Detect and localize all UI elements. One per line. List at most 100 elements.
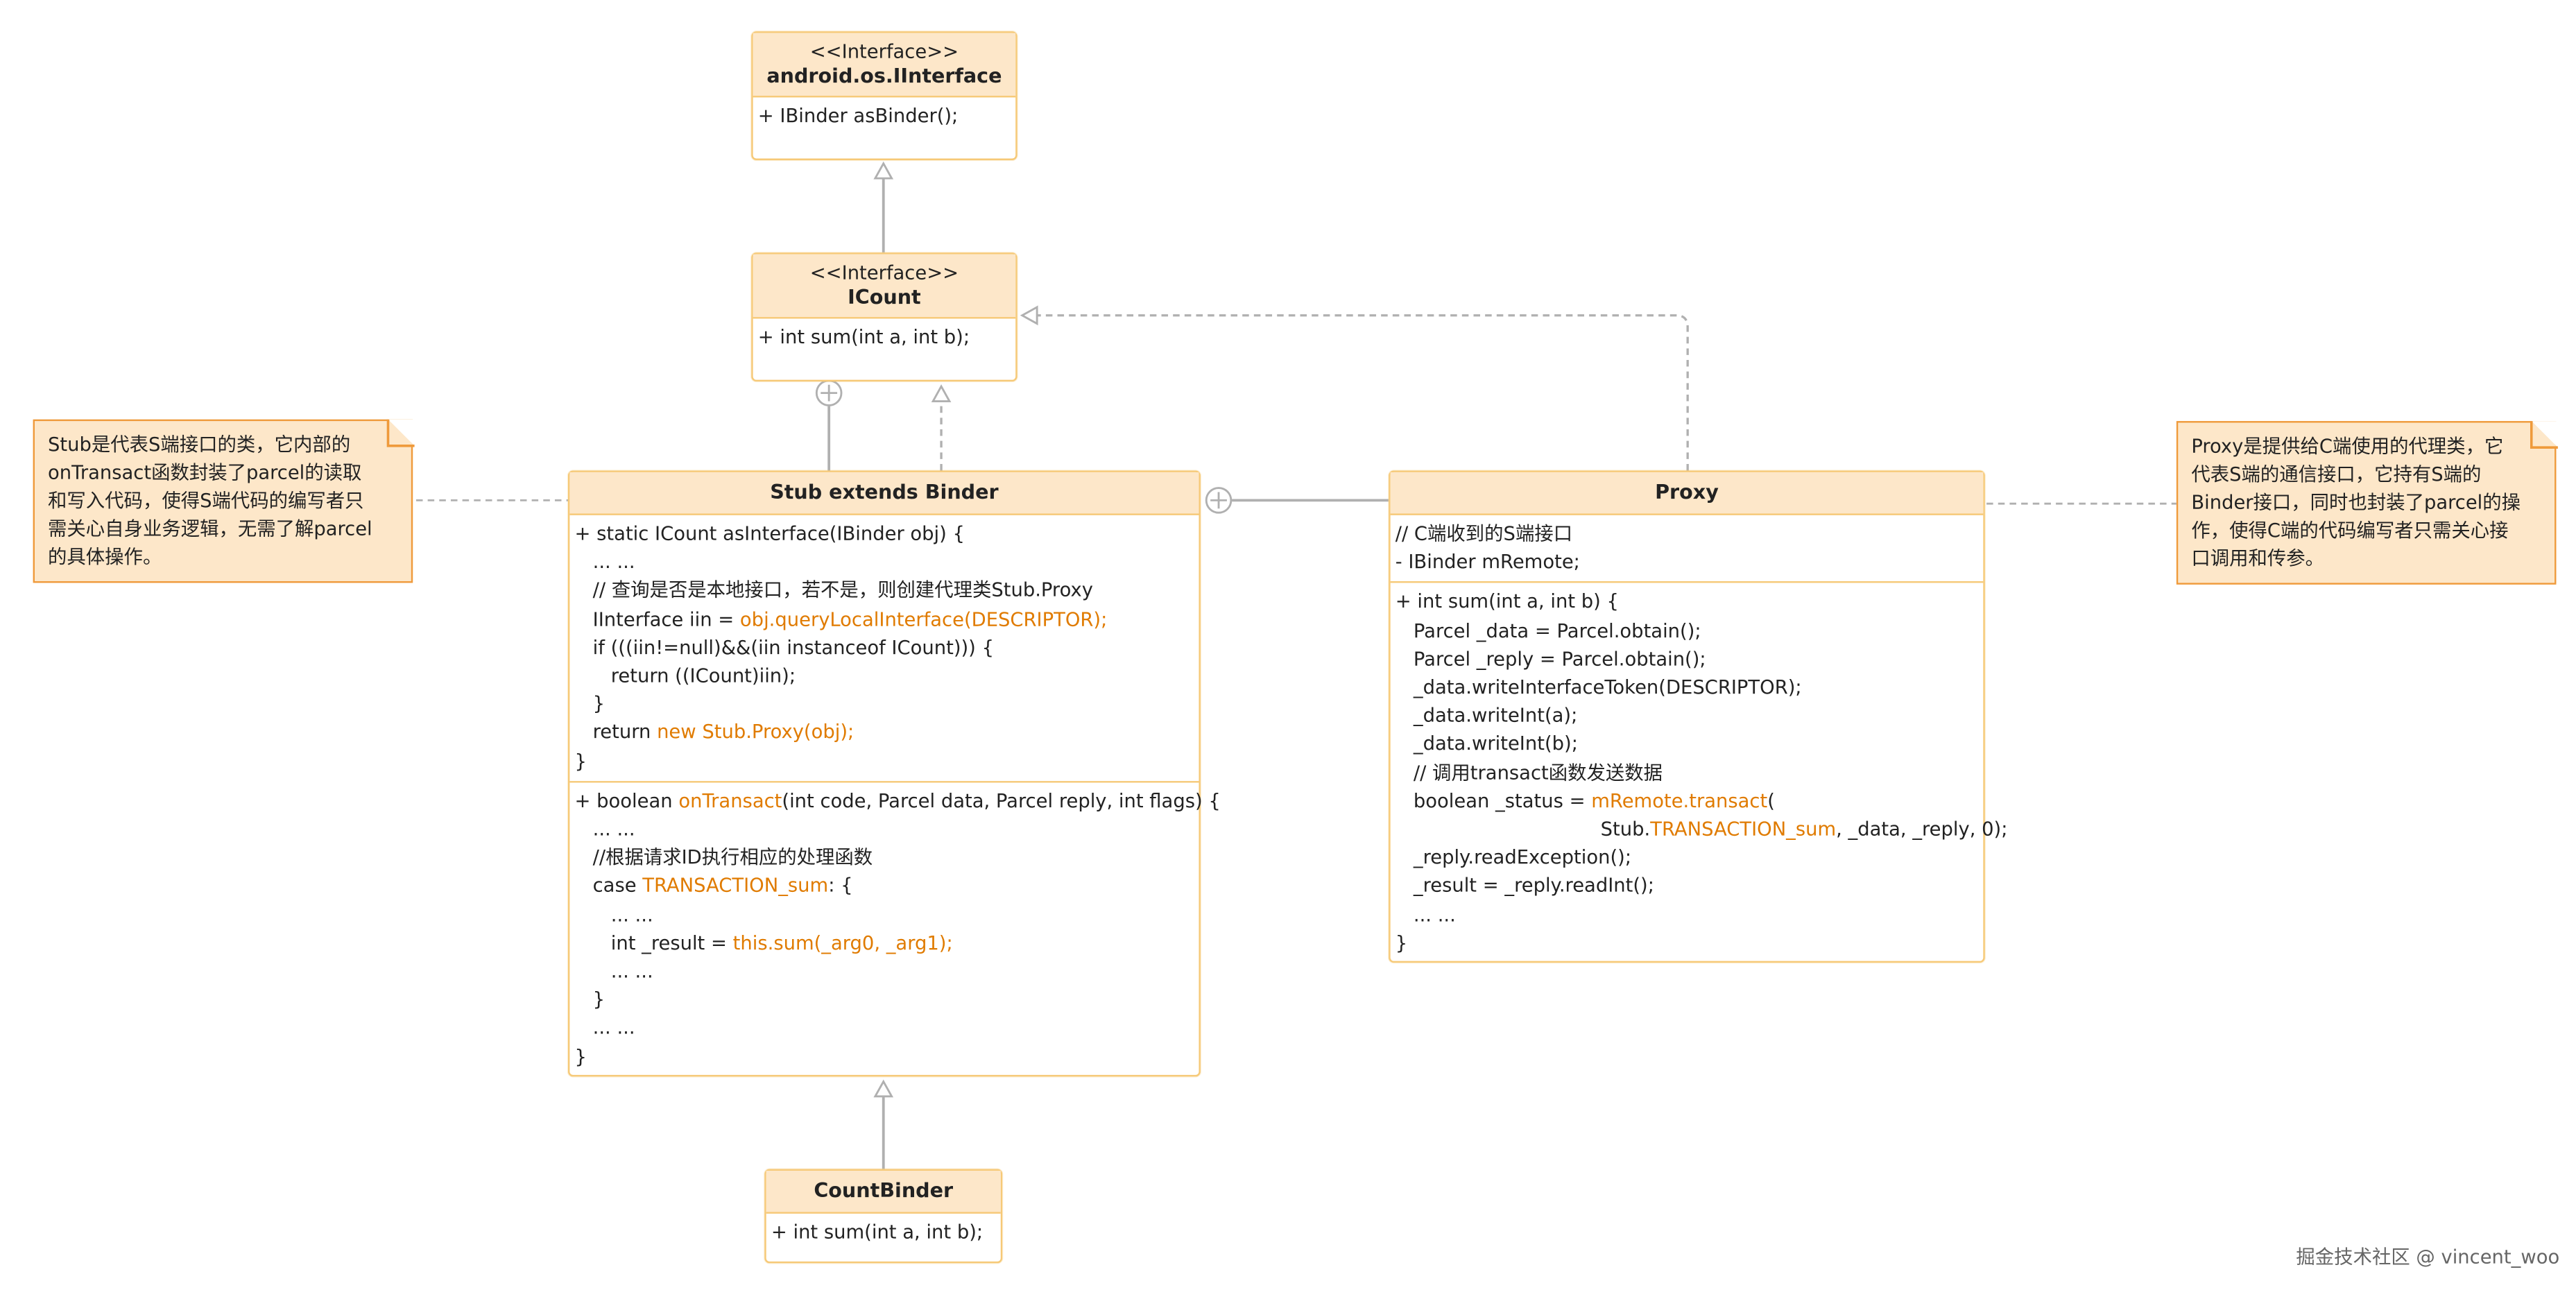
class-countbinder-header: CountBinder bbox=[766, 1170, 1001, 1214]
code-line: + static ICount asInterface(IBinder obj)… bbox=[575, 520, 1192, 549]
code-line: ... ... bbox=[575, 958, 1192, 986]
code-line: } bbox=[575, 691, 1192, 719]
nested-circle-plus-icount bbox=[815, 379, 843, 406]
note-line: 需关心自身业务逻辑，无需了解parcel bbox=[48, 517, 372, 540]
code-line: _data.writeInt(b); bbox=[1396, 730, 1977, 759]
code-line: ... ... bbox=[575, 1015, 1192, 1043]
code-line: + int sum(int a, int b) { bbox=[1396, 589, 1977, 617]
code-text: ... ... bbox=[574, 817, 635, 841]
code-line: ... ... bbox=[1396, 901, 1977, 929]
method-section: + IBinder asBinder(); bbox=[753, 97, 1016, 135]
code-text: Parcel _data = Parcel.obtain(); bbox=[1395, 618, 1701, 642]
class-name: Stub extends Binder bbox=[770, 480, 999, 504]
code-text: _result = _reply.readInt(); bbox=[1395, 874, 1654, 897]
code-line: return ((ICount)iin); bbox=[575, 662, 1192, 691]
highlighted-code: obj.queryLocalInterface(DESCRIPTOR); bbox=[739, 607, 1108, 630]
code-line: // C端收到的S端接口 bbox=[1396, 520, 1977, 549]
code-text: + boolean bbox=[574, 789, 679, 812]
code-line: ... ... bbox=[575, 816, 1192, 844]
class-proxy-header: Proxy bbox=[1390, 472, 1984, 515]
method-section: + int sum(int a, int b); bbox=[753, 318, 1016, 356]
code-text: - IBinder mRemote; bbox=[1395, 550, 1580, 574]
code-line: return new Stub.Proxy(obj); bbox=[575, 719, 1192, 748]
class-iinterface: <<Interface>> android.os.IInterface + IB… bbox=[751, 31, 1017, 160]
class-icount-header: <<Interface>> ICount bbox=[753, 254, 1016, 319]
class-proxy: Proxy // C端收到的S端接口 - IBinder mRemote; + i… bbox=[1389, 470, 2008, 963]
method-line: + int sum(int a, int b); bbox=[757, 325, 970, 349]
class-name: CountBinder bbox=[814, 1178, 954, 1203]
code-text: ... ... bbox=[1395, 902, 1456, 926]
class-name: android.os.IInterface bbox=[766, 64, 1002, 88]
code-text: } bbox=[574, 1044, 587, 1068]
note-line: 口调用和传参。 bbox=[2191, 547, 2324, 570]
class-name: Proxy bbox=[1655, 480, 1719, 504]
code-text: } bbox=[574, 692, 606, 716]
code-line: + boolean onTransact(int code, Parcel da… bbox=[574, 787, 1221, 816]
code-line: _reply.readException(); bbox=[1396, 844, 1977, 872]
code-line: ... ... bbox=[575, 901, 1192, 929]
method-section: + int sum(int a, int b); bbox=[766, 1214, 1001, 1252]
note-line: Stub是代表S端接口的类，它内部的 bbox=[48, 432, 351, 456]
code-text: // 调用transact函数发送数据 bbox=[1395, 760, 1663, 784]
code-line: Parcel _reply = Parcel.obtain(); bbox=[1396, 645, 1977, 673]
code-line: Parcel _data = Parcel.obtain(); bbox=[1396, 617, 1977, 645]
code-text: if (((iin!=null)&&(iin instanceof ICount… bbox=[574, 635, 995, 659]
code-text: ... ... bbox=[574, 1016, 635, 1040]
method-line: + int sum(int a, int b); bbox=[771, 1220, 984, 1244]
code-text: ... ... bbox=[574, 959, 653, 983]
code-text: : { bbox=[828, 874, 853, 897]
code-line: // 查询是否是本地接口，若不是，则创建代理类Stub.Proxy bbox=[575, 577, 1192, 605]
code-line: } bbox=[1396, 929, 1977, 958]
code-line: } bbox=[575, 748, 1192, 776]
code-text: } bbox=[574, 748, 587, 773]
note-fold-icon bbox=[2529, 420, 2557, 448]
code-text: _data.writeInt(b); bbox=[1395, 732, 1578, 756]
code-text: } bbox=[574, 988, 606, 1011]
code-text: _data.writeInt(a); bbox=[1395, 703, 1578, 728]
code-text: // C端收到的S端接口 bbox=[1395, 522, 1573, 545]
note-line: 的具体操作。 bbox=[48, 544, 162, 568]
code-text: _data.writeInterfaceToken(DESCRIPTOR); bbox=[1395, 675, 1802, 699]
code-line: // 调用transact函数发送数据 bbox=[1396, 759, 1977, 787]
code-text: Stub. bbox=[1395, 817, 1651, 841]
note-fold-icon bbox=[386, 418, 414, 447]
code-line: - IBinder mRemote; bbox=[1396, 549, 1977, 577]
note-text: Stub是代表S端接口的类，它内部的 onTransact函数封装了parcel的… bbox=[48, 431, 398, 571]
code-text: //根据请求ID执行相应的处理函数 bbox=[574, 845, 873, 869]
code-text: , _data, _reply, 0); bbox=[1836, 817, 2008, 841]
class-stub-header: Stub extends Binder bbox=[569, 472, 1199, 515]
code-line: ... ... bbox=[575, 549, 1192, 577]
note-line: onTransact函数封装了parcel的读取 bbox=[48, 461, 362, 484]
highlighted-code: new Stub.Proxy(obj); bbox=[657, 721, 855, 744]
highlighted-code: mRemote.transact bbox=[1591, 789, 1768, 812]
code-text: // 查询是否是本地接口，若不是，则创建代理类Stub.Proxy bbox=[574, 578, 1093, 602]
code-line: if (((iin!=null)&&(iin instanceof ICount… bbox=[575, 634, 1192, 662]
highlighted-code: onTransact bbox=[678, 789, 782, 812]
watermark: 掘金技术社区 @ vincent_woo bbox=[2296, 1245, 2560, 1268]
class-icount: <<Interface>> ICount + int sum(int a, in… bbox=[751, 252, 1017, 381]
code-text: ( bbox=[1767, 789, 1775, 812]
code-line: _result = _reply.readInt(); bbox=[1396, 872, 1977, 901]
stereotype-label: <<Interface>> bbox=[809, 40, 959, 63]
code-text: + static ICount asInterface(IBinder obj)… bbox=[574, 522, 965, 545]
code-line: } bbox=[575, 1043, 1192, 1072]
code-text: _reply.readException(); bbox=[1395, 845, 1632, 869]
method-line: + IBinder asBinder(); bbox=[757, 103, 959, 128]
inherit-arrow-stub bbox=[873, 1079, 894, 1098]
stub-asinterface-section: + static ICount asInterface(IBinder obj)… bbox=[569, 515, 1199, 781]
proxy-implements-icount-line bbox=[1035, 314, 1689, 471]
note-line: 作，使得C端的代码编写者只需关心接 bbox=[2191, 518, 2509, 542]
code-text: Parcel _reply = Parcel.obtain(); bbox=[1395, 646, 1706, 671]
code-text: case bbox=[574, 874, 643, 897]
class-stub: Stub extends Binder + static ICount asIn… bbox=[567, 470, 1221, 1077]
code-line: case TRANSACTION_sum: { bbox=[575, 872, 1192, 901]
highlighted-code: TRANSACTION_sum bbox=[1650, 817, 1837, 841]
code-line: _data.writeInt(a); bbox=[1396, 702, 1977, 730]
code-text: ... ... bbox=[574, 902, 653, 926]
class-iinterface-header: <<Interface>> android.os.IInterface bbox=[753, 33, 1016, 98]
stub-note: Stub是代表S端接口的类，它内部的 onTransact函数封装了parcel的… bbox=[33, 418, 414, 583]
note-line: Proxy是提供给C端使用的代理类，它 bbox=[2191, 434, 2504, 458]
code-line: Stub.TRANSACTION_sum, _data, _reply, 0); bbox=[1395, 816, 2008, 844]
